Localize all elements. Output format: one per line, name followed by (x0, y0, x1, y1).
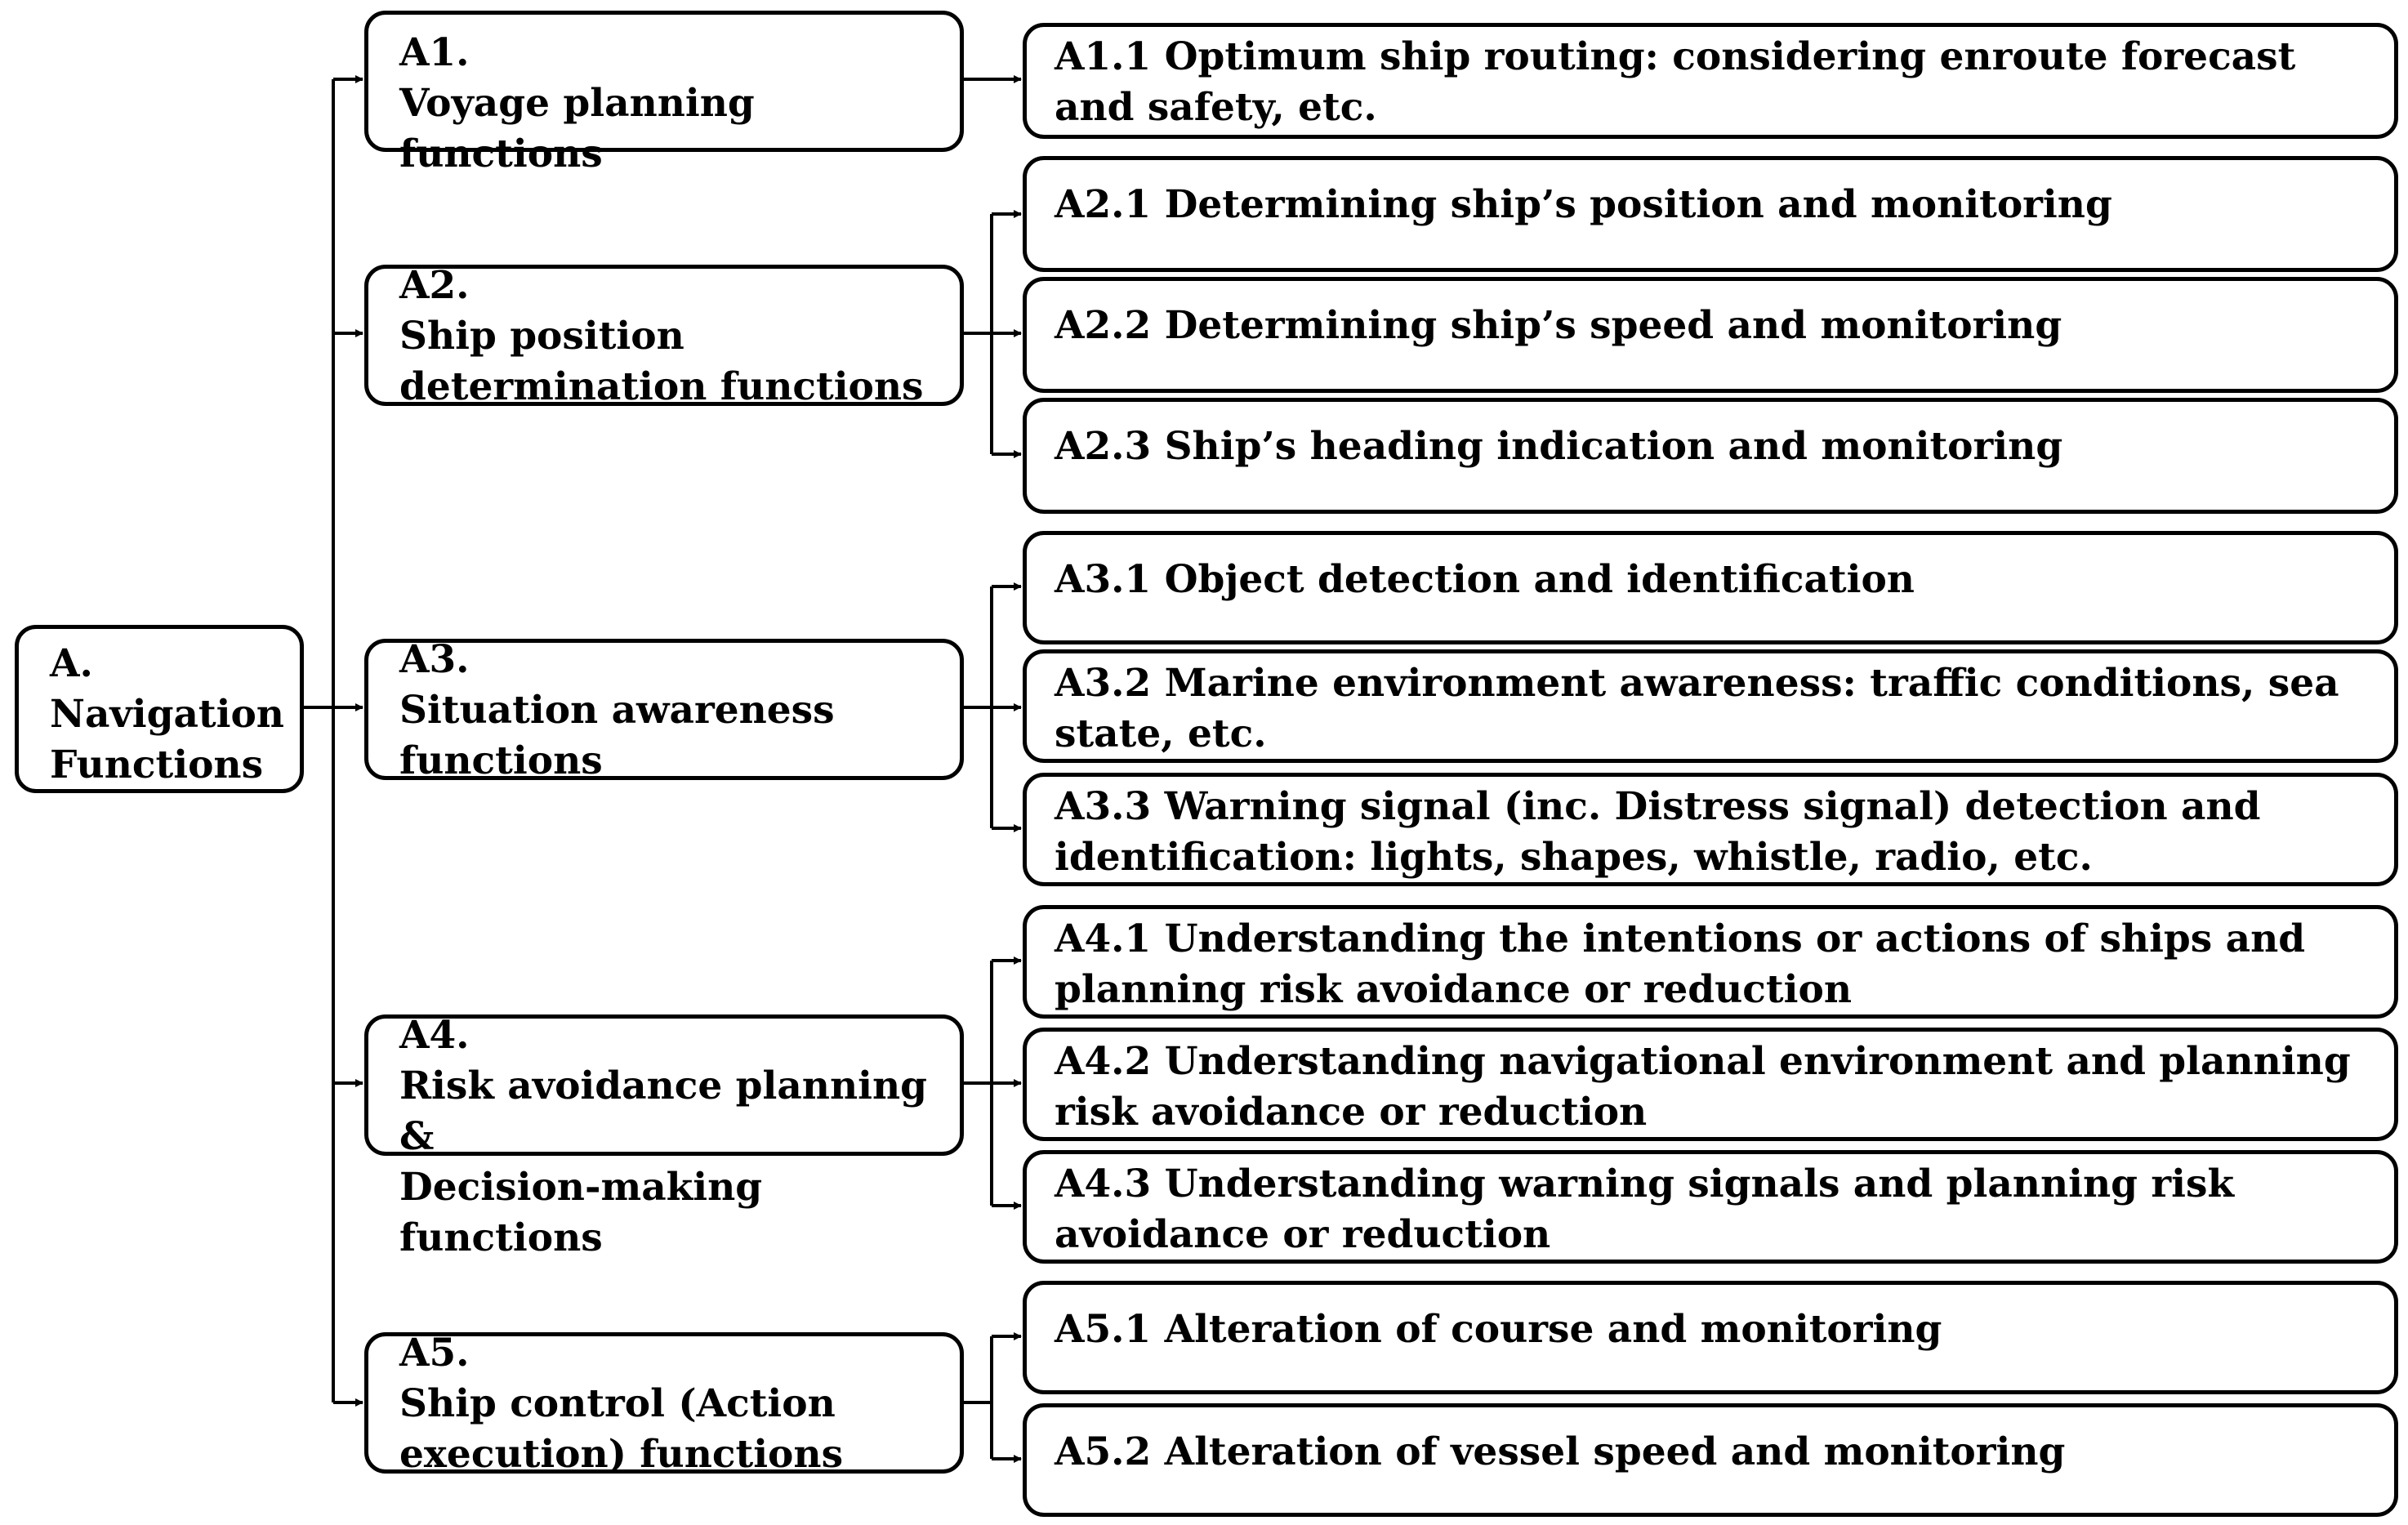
group-box-a4: A4. Risk avoidance planning & Decision-m… (364, 1013, 964, 1260)
group-label-a3: A3. Situation awareness functions (399, 637, 835, 783)
leaf-label-a5-2: A5.2 Alteration of vessel speed and moni… (1055, 1429, 2066, 1474)
leaf-box-a3-2: A3.2 Marine environment awareness: traff… (1023, 649, 2398, 763)
leaf-label-a3-2: A3.2 Marine environment awareness: traff… (1055, 661, 2339, 756)
leaf-box-a5-1: A5.1 Alteration of course and monitoring (1023, 1281, 2398, 1394)
group-label-a4: A4. Risk avoidance planning & Decision-m… (399, 1013, 928, 1260)
leaf-label-a2-1: A2.1 Determining ship’s position and mon… (1055, 182, 2112, 227)
leaf-label-a4-3: A4.3 Understanding warning signals and p… (1055, 1162, 2235, 1257)
group-label-a1: A1. Voyage planning functions (399, 30, 755, 176)
leaf-label-a2-2: A2.2 Determining ship’s speed and monito… (1055, 303, 2062, 348)
leaf-box-a3-3: A3.3 Warning signal (inc. Distress signa… (1023, 773, 2398, 886)
leaf-box-a5-2: A5.2 Alteration of vessel speed and moni… (1023, 1403, 2398, 1517)
group-box-a3: A3. Situation awareness functions (364, 637, 964, 783)
group-box-a2: A2. Ship position determination function… (364, 263, 964, 409)
leaf-box-a4-1: A4.1 Understanding the intentions or act… (1023, 905, 2398, 1019)
group-label-a5: A5. Ship control (Action execution) func… (399, 1331, 844, 1477)
leaf-box-a4-2: A4.2 Understanding navigational environm… (1023, 1028, 2398, 1141)
leaf-label-a2-3: A2.3 Ship’s heading indication and monit… (1055, 424, 2063, 469)
leaf-label-a3-3: A3.3 Warning signal (inc. Distress signa… (1055, 784, 2261, 880)
leaf-label-a3-1: A3.1 Object detection and identification (1055, 557, 1915, 602)
group-label-a2: A2. Ship position determination function… (399, 263, 924, 409)
group-box-a1: A1. Voyage planning functions (364, 11, 964, 176)
leaf-label-a5-1: A5.1 Alteration of course and monitoring (1055, 1307, 1942, 1352)
leaf-box-a2-2: A2.2 Determining ship’s speed and monito… (1023, 277, 2398, 393)
leaf-box-a4-3: A4.3 Understanding warning signals and p… (1023, 1150, 2398, 1264)
leaf-box-a1-1: A1.1 Optimum ship routing: considering e… (1023, 23, 2398, 139)
leaf-box-a2-3: A2.3 Ship’s heading indication and monit… (1023, 398, 2398, 514)
leaf-box-a2-1: A2.1 Determining ship’s position and mon… (1023, 156, 2398, 272)
root-box-navigation-functions: A. Navigation Functions (15, 625, 304, 793)
leaf-box-a3-1: A3.1 Object detection and identification (1023, 531, 2398, 644)
leaf-label-a4-1: A4.1 Understanding the intentions or act… (1055, 916, 2306, 1012)
leaf-label-a1-1: A1.1 Optimum ship routing: considering e… (1055, 34, 2296, 130)
group-box-a5: A5. Ship control (Action execution) func… (364, 1331, 964, 1477)
leaf-label-a4-2: A4.2 Understanding navigational environm… (1055, 1039, 2351, 1135)
root-label: A. Navigation Functions (50, 641, 284, 787)
